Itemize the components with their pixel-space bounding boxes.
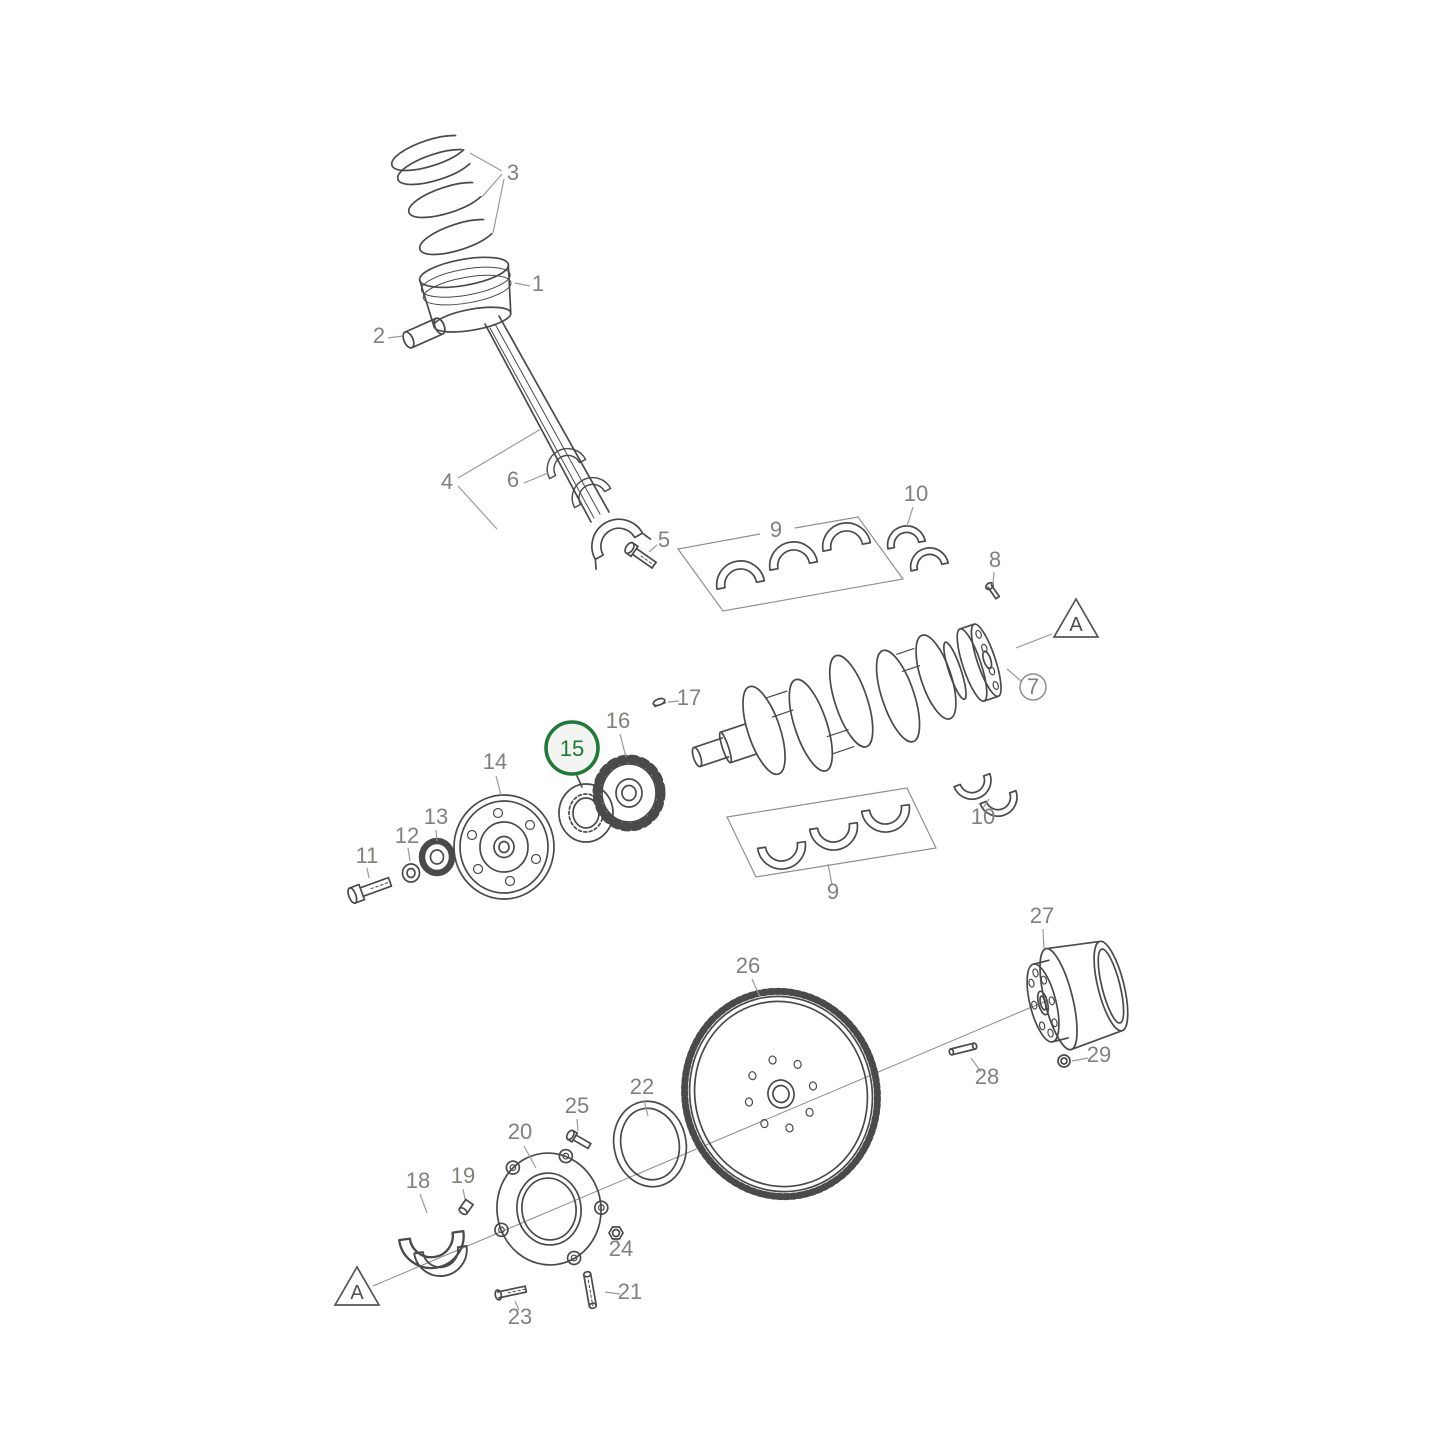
callout-12[interactable]: 12 bbox=[395, 823, 419, 848]
callout-10-lower[interactable]: 10 bbox=[971, 804, 995, 829]
part-9-lower-main-bearings-drawing bbox=[756, 803, 914, 873]
part-9-upper-main-bearings-drawing bbox=[712, 518, 872, 590]
upper-bearing-group-frame bbox=[676, 516, 905, 612]
part-12-washer-drawing bbox=[401, 863, 421, 883]
part-23-bolt-drawing bbox=[494, 1285, 528, 1301]
part-16-sprocket-drawing bbox=[592, 754, 666, 832]
marker-a-bottom: A bbox=[333, 1265, 381, 1306]
highlight-circle bbox=[544, 720, 600, 776]
part-20-seal-housing-drawing bbox=[494, 1148, 609, 1266]
callout-7-group[interactable]: 7 bbox=[1019, 673, 1047, 701]
callout-27[interactable]: 27 bbox=[1030, 903, 1054, 928]
callout-2[interactable]: 2 bbox=[373, 323, 385, 348]
part-15-spline-ring-drawing bbox=[558, 783, 614, 843]
marker-a-top: A bbox=[1052, 597, 1100, 638]
callout-7[interactable]: 7 bbox=[1027, 674, 1039, 699]
callout-10-upper[interactable]: 10 bbox=[904, 481, 928, 506]
callout-a-top[interactable]: A bbox=[1069, 614, 1083, 636]
part-17-key-drawing bbox=[652, 697, 667, 708]
part-10-upper-shells-drawing bbox=[883, 521, 950, 572]
part-19-pin-drawing bbox=[458, 1198, 474, 1216]
lower-bearing-group-frame bbox=[726, 787, 937, 878]
part-24-nut-drawing bbox=[608, 1226, 624, 1240]
callout-13[interactable]: 13 bbox=[424, 804, 448, 829]
highlight-callout-15[interactable]: 15 bbox=[544, 720, 600, 776]
callout-9-upper[interactable]: 9 bbox=[770, 517, 782, 542]
part-3-piston-rings-drawing bbox=[390, 134, 498, 256]
part-21-stud-drawing bbox=[582, 1270, 598, 1310]
callout-5[interactable]: 5 bbox=[658, 527, 670, 552]
part-28-pin-drawing bbox=[948, 1042, 978, 1056]
callout-20[interactable]: 20 bbox=[508, 1119, 532, 1144]
callout-28[interactable]: 28 bbox=[975, 1064, 999, 1089]
callout-9-lower[interactable]: 9 bbox=[827, 879, 839, 904]
callout-29[interactable]: 29 bbox=[1087, 1042, 1111, 1067]
part-27-coupling-drawing bbox=[1026, 940, 1129, 1051]
callout-14[interactable]: 14 bbox=[483, 749, 507, 774]
callout-26[interactable]: 26 bbox=[736, 953, 760, 978]
callout-15[interactable]: 15 bbox=[560, 736, 584, 761]
callout-4[interactable]: 4 bbox=[441, 469, 453, 494]
callout-7-circle bbox=[1019, 673, 1047, 701]
part-22-ring-drawing bbox=[612, 1100, 688, 1188]
callout-23[interactable]: 23 bbox=[508, 1304, 532, 1329]
callout-25[interactable]: 25 bbox=[565, 1093, 589, 1118]
part-14-pulley-drawing bbox=[453, 794, 555, 900]
callout-3[interactable]: 3 bbox=[507, 160, 519, 185]
callout-11[interactable]: 11 bbox=[356, 843, 379, 868]
part-26-flywheel-drawing bbox=[681, 987, 881, 1201]
part-11-bolt-drawing bbox=[347, 876, 393, 904]
callout-17[interactable]: 17 bbox=[677, 685, 701, 710]
crankshaft-drawing bbox=[691, 623, 1002, 776]
callout-22[interactable]: 22 bbox=[630, 1074, 654, 1099]
callout-a-bottom[interactable]: A bbox=[350, 1282, 364, 1304]
part-5-rod-bolt-drawing bbox=[624, 541, 657, 569]
part-29-nut-drawing bbox=[1057, 1054, 1071, 1068]
callout-8[interactable]: 8 bbox=[989, 547, 1001, 572]
callout-6[interactable]: 6 bbox=[507, 467, 519, 492]
part-25-bolt-drawing bbox=[565, 1129, 592, 1150]
leader-lines bbox=[366, 152, 1089, 1311]
part-2-wrist-pin-drawing bbox=[402, 317, 446, 349]
callout-1[interactable]: 1 bbox=[532, 271, 544, 296]
connecting-rod-drawing bbox=[484, 315, 652, 570]
callout-21[interactable]: 21 bbox=[618, 1279, 642, 1304]
callout-18[interactable]: 18 bbox=[406, 1168, 430, 1193]
part-18-bracket-drawing bbox=[398, 1229, 472, 1281]
callout-16[interactable]: 16 bbox=[606, 708, 630, 733]
callout-19[interactable]: 19 bbox=[451, 1163, 475, 1188]
callout-24[interactable]: 24 bbox=[609, 1236, 633, 1261]
part-13-seal-drawing bbox=[418, 837, 456, 877]
